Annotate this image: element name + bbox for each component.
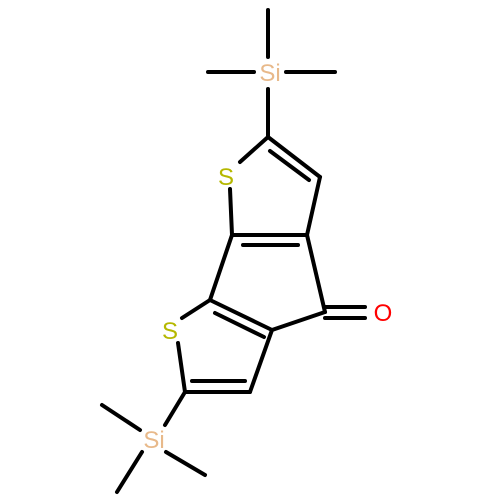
bond-si-bottom-methyl-down-left bbox=[115, 450, 144, 494]
bond-c7b-c4a-double bbox=[213, 311, 266, 339]
bond-c2-c3-top-double bbox=[268, 149, 311, 182]
bond-c6-si-bottom bbox=[163, 390, 187, 427]
bond-si-bottom-methyl-right bbox=[164, 450, 207, 477]
bonds bbox=[100, 8, 367, 494]
bond-c7a-c7b bbox=[208, 233, 234, 302]
bond-c2-c3-top bbox=[266, 135, 322, 179]
bond-c4a-c5 bbox=[248, 328, 274, 394]
bond-s-top-c7a bbox=[228, 187, 234, 237]
atom-labels: Si S O S Si bbox=[143, 60, 392, 454]
bond-c6-s-bottom bbox=[176, 341, 187, 394]
atom-s-top: S bbox=[218, 164, 234, 191]
bond-c3-c3a-top bbox=[305, 175, 322, 237]
bond-c3a-c4 bbox=[305, 233, 327, 314]
bond-si-bottom-methyl-left bbox=[100, 403, 142, 432]
atom-o: O bbox=[374, 300, 393, 327]
bond-c7b-c4a bbox=[208, 298, 274, 332]
bond-c4-c4a bbox=[270, 310, 327, 332]
atom-si-bottom: Si bbox=[143, 427, 164, 454]
bond-c2-s-top bbox=[238, 135, 270, 164]
atom-s-bottom: S bbox=[162, 318, 178, 345]
atom-si-top: Si bbox=[259, 60, 280, 87]
bond-s-bottom-c7b bbox=[180, 298, 212, 320]
